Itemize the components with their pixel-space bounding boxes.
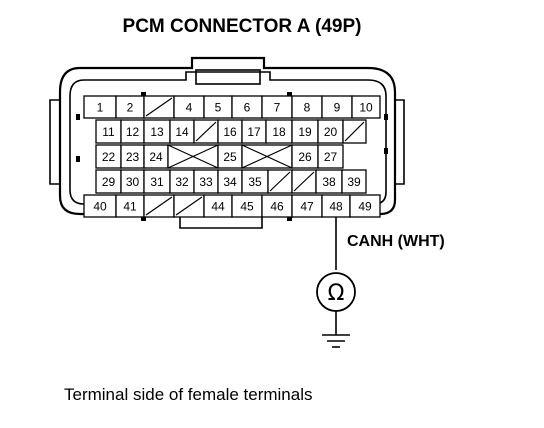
terminal-label: 9 xyxy=(334,101,341,115)
terminal-label: 39 xyxy=(347,175,361,189)
terminal-label: 7 xyxy=(274,101,281,115)
blank-terminal-cross xyxy=(241,144,293,169)
probe-wire xyxy=(316,217,356,348)
terminal-label: 11 xyxy=(102,125,115,139)
terminal-label: 45 xyxy=(240,200,254,214)
terminal-label: 46 xyxy=(270,200,284,214)
terminal-label: 1 xyxy=(97,101,104,115)
terminal-label: 12 xyxy=(126,125,140,139)
blank-terminal-cross xyxy=(167,144,219,169)
terminal-label: 19 xyxy=(298,125,312,139)
terminal-label: 29 xyxy=(102,175,116,189)
terminal-label: 16 xyxy=(223,125,237,139)
terminal-label: 40 xyxy=(93,200,107,214)
terminal-27 xyxy=(317,144,344,169)
terminal-label: 24 xyxy=(149,150,163,164)
probe-label: CANH (WHT) xyxy=(347,233,445,250)
terminal-label: 22 xyxy=(102,150,116,164)
blank-terminal-mark xyxy=(344,121,365,142)
connector-housing xyxy=(49,56,405,229)
terminal-label: 35 xyxy=(248,175,262,189)
terminal-label: 27 xyxy=(324,150,338,164)
terminal-label: 48 xyxy=(329,200,343,214)
terminal-label: 5 xyxy=(215,101,222,115)
terminal-label: 26 xyxy=(298,150,312,164)
terminal-label: 14 xyxy=(175,125,189,139)
terminal-label: 34 xyxy=(223,175,237,189)
blank-terminal-mark xyxy=(145,196,173,216)
diagram-title: PCM CONNECTOR A (49P) xyxy=(123,16,362,37)
caption: Terminal side of female terminals xyxy=(64,385,312,404)
terminal-label: 38 xyxy=(322,175,336,189)
terminal-label: 32 xyxy=(175,175,189,189)
terminal-10 xyxy=(351,95,381,119)
terminal-label: 2 xyxy=(127,101,134,115)
terminal-label: 23 xyxy=(126,150,140,164)
terminal-label: 49 xyxy=(358,200,372,214)
terminal-label: 31 xyxy=(150,175,164,189)
ground-icon xyxy=(322,334,350,348)
terminal-label: 30 xyxy=(126,175,140,189)
terminal-label: 10 xyxy=(359,101,373,115)
terminal-label: 20 xyxy=(324,125,338,139)
terminal-label: 44 xyxy=(211,200,225,214)
blank-terminal-mark xyxy=(195,121,217,142)
blank-terminal-mark xyxy=(175,196,203,216)
terminal-label: 4 xyxy=(186,101,193,115)
terminal-39 xyxy=(341,169,367,194)
terminal-label: 41 xyxy=(123,200,137,214)
terminal-label: 33 xyxy=(199,175,213,189)
terminal-label: 8 xyxy=(304,101,311,115)
blank-terminal-mark xyxy=(269,171,291,192)
blank-terminal-mark xyxy=(293,171,315,192)
terminal-label: 17 xyxy=(247,125,261,139)
terminal-label: 25 xyxy=(223,150,237,164)
ohm-glyph: Ω xyxy=(328,281,345,306)
terminal-label: 13 xyxy=(150,125,164,139)
blank-terminal-mark xyxy=(145,97,173,117)
terminal-label: 18 xyxy=(272,125,286,139)
terminal-49 xyxy=(349,194,381,218)
terminal-label: 6 xyxy=(244,101,251,115)
locator-marks xyxy=(76,92,388,221)
terminal-label: 47 xyxy=(300,200,314,214)
